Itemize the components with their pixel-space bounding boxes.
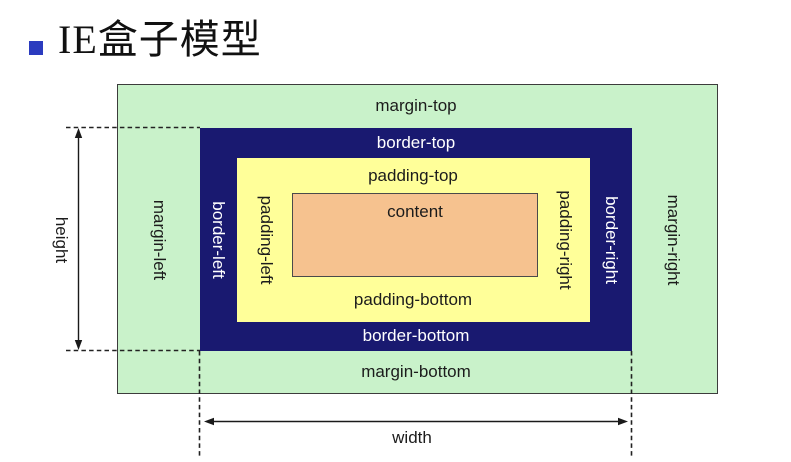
width-label: width xyxy=(392,428,432,447)
margin-right-label: margin-right xyxy=(664,194,683,286)
margin-top-label: margin-top xyxy=(375,96,457,115)
content-label: content xyxy=(387,202,443,221)
border-bottom-label: border-bottom xyxy=(362,326,470,345)
border-top-label: border-top xyxy=(376,133,456,152)
height-arrow xyxy=(74,128,83,350)
padding-right-label: padding-right xyxy=(556,190,575,290)
margin-bottom-label: margin-bottom xyxy=(361,362,471,381)
border-right-label: border-right xyxy=(602,196,621,284)
margin-left-label: margin-left xyxy=(150,199,169,281)
padding-top-label: padding-top xyxy=(368,166,458,185)
width-arrow xyxy=(204,417,628,426)
padding-left-label: padding-left xyxy=(257,195,276,285)
padding-bottom-label: padding-bottom xyxy=(353,290,473,309)
title-bullet-icon xyxy=(29,41,43,55)
page-title: IE盒子模型 xyxy=(58,17,262,62)
content-box xyxy=(292,193,538,277)
height-label: height xyxy=(52,216,71,264)
border-left-label: border-left xyxy=(209,201,228,279)
